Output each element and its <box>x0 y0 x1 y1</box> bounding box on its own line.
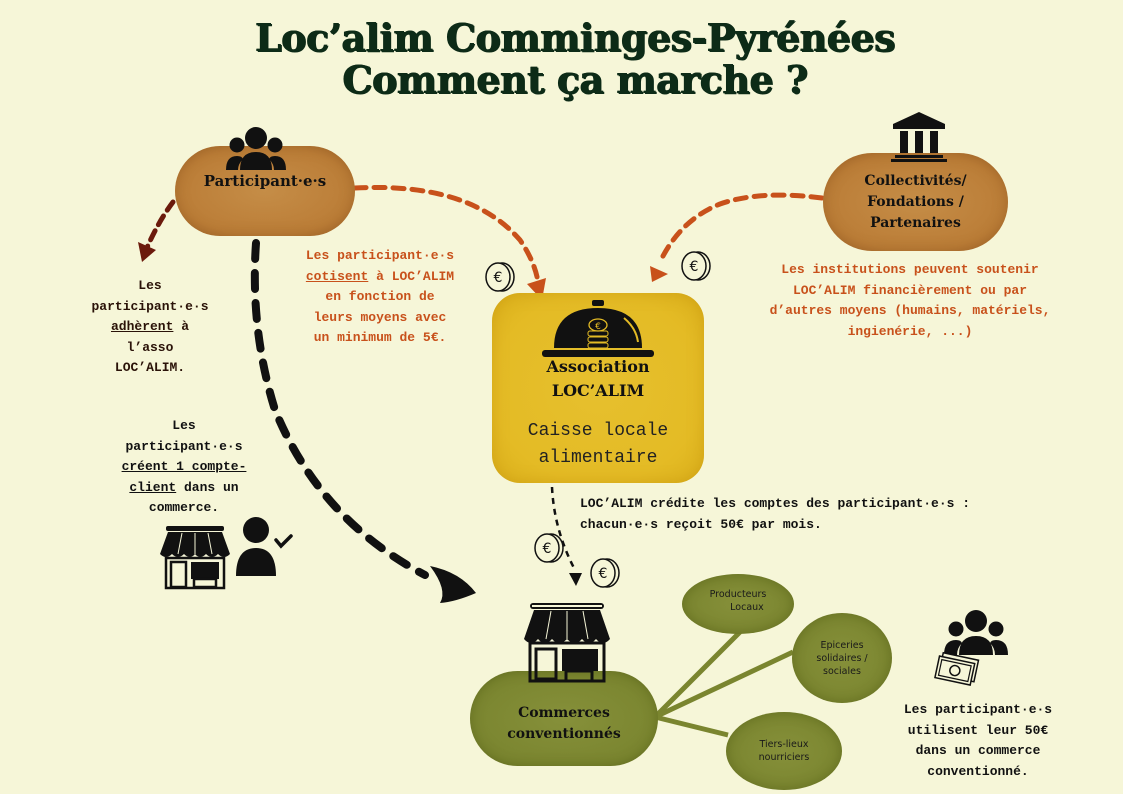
compte-client-line-4-rest: dans un <box>176 479 239 495</box>
annotation-adhesion: Les participant·e·s adhèrent à l’asso LO… <box>62 276 238 379</box>
adhesion-keyword: adhèrent <box>110 319 174 334</box>
cotisation-line-2-rest: à LOC’ALIM <box>368 268 455 284</box>
partners-label-line-2: Fondations / <box>867 193 964 210</box>
commerce-type-producteurs-line-1: Producteurs <box>709 589 767 600</box>
arrow-cotisation <box>352 184 541 285</box>
participants-label: Participant·e·s <box>203 172 327 190</box>
commerces-node[interactable]: Commerces conventionnés <box>470 671 658 766</box>
annotation-compte-client: Les participant·e·s créent 1 compte- cli… <box>108 416 260 519</box>
shop-icon <box>524 603 610 683</box>
association-subtitle-line-1: Caisse locale <box>527 421 669 441</box>
cotisation-line-3: en fonction de <box>325 289 435 304</box>
euro-coin-icon: € <box>681 251 711 281</box>
svg-text:€: € <box>543 541 552 557</box>
compte-client-line-5: commerce. <box>148 500 220 515</box>
annotation-credit: LOC’ALIM crédite les comptes des partici… <box>580 494 1040 535</box>
cotisation-line-4: leurs moyens avec <box>313 309 447 325</box>
euro-coin-icon: € <box>534 533 564 563</box>
page-title-line-2: Comment ça marche ? <box>342 57 808 102</box>
user-check-icon <box>236 517 293 576</box>
utilisation-line-3: dans un commerce <box>915 743 1041 758</box>
partners-node[interactable]: Collectivités/ Fondations / Partenaires <box>823 153 1008 251</box>
commerce-type-epiceries-line-1: Epiceries <box>820 639 864 651</box>
utilisation-line-1: Les participant·e·s <box>903 702 1053 717</box>
commerces-label-line-1: Commerces <box>518 704 610 721</box>
annotation-institutions: Les institutions peuvent soutenir LOC’AL… <box>742 260 1078 342</box>
arrow-adhesion <box>143 199 176 253</box>
compte-client-keyword-2: client <box>129 479 177 495</box>
association-label-line-2: LOC’ALIM <box>551 381 645 400</box>
compte-client-line-1: Les <box>172 418 196 433</box>
utilisation-line-2: utilisent leur 50€ <box>907 722 1049 738</box>
adhesion-line-5: LOC’ALIM. <box>114 360 186 375</box>
group-icon <box>944 609 1008 655</box>
credit-line-2: chacun·e·s reçoit 50€ par mois. <box>580 516 822 532</box>
commerce-type-tiers-lieux-line-1: Tiers-lieux <box>759 739 809 750</box>
partners-label-line-3: Partenaires <box>870 214 961 231</box>
partners-label-line-1: Collectivités/ <box>864 172 967 189</box>
institutions-line-4: ingienérie, ...) <box>847 323 973 339</box>
svg-text:€: € <box>599 566 608 582</box>
arrow-participants-to-commerces <box>250 239 429 579</box>
cotisation-line-1: Les participant·e·s <box>305 248 455 263</box>
group-icon <box>226 127 286 170</box>
institutions-line-1: Les institutions peuvent soutenir <box>781 262 1039 277</box>
association-label-line-1: Association <box>546 357 650 376</box>
commerce-type-epiceries-line-2: solidaires / <box>816 652 868 664</box>
institution-building-icon <box>891 112 947 162</box>
adhesion-line-3-rest: à <box>173 319 190 334</box>
compte-client-line-2: participant·e·s <box>125 438 243 454</box>
commerce-type-epiceries-line-3: sociales <box>823 665 861 677</box>
association-subtitle-line-2: alimentaire <box>538 448 658 468</box>
commerce-type-producteurs-line-2: Locaux <box>730 602 764 613</box>
branch-producteurs <box>653 630 742 719</box>
compte-client-keyword-1: créent 1 compte- <box>121 459 247 474</box>
svg-text:€: € <box>690 259 699 275</box>
institutions-line-2: LOC’ALIM financièrement ou par <box>792 282 1028 298</box>
institutions-line-3: d’autres moyens (humains, matériels, <box>769 303 1051 318</box>
branch-epiceries <box>653 649 795 720</box>
adhesion-line-1: Les <box>138 278 162 293</box>
commerce-type-tiers-lieux[interactable]: Tiers-lieux nourriciers <box>726 712 842 790</box>
annotation-utilisation: Les participant·e·s utilisent leur 50€ d… <box>888 700 1068 782</box>
arrowhead-credit <box>569 573 582 586</box>
commerce-type-tiers-lieux-line-2: nourriciers <box>758 752 810 763</box>
arrowhead-institutions <box>650 266 668 282</box>
commerce-type-producteurs[interactable]: Producteurs Locaux <box>682 574 794 634</box>
commerces-label-line-2: conventionnés <box>507 725 621 742</box>
branch-tiers-lieux <box>654 714 729 738</box>
arrowhead-adhesion <box>138 242 156 262</box>
credit-line-1: LOC’ALIM crédite les comptes des partici… <box>580 496 971 511</box>
svg-text:€: € <box>595 322 601 332</box>
arrow-institutions <box>657 192 825 265</box>
commerce-type-epiceries[interactable]: Epiceries solidaires / sociales <box>792 613 892 703</box>
arrowhead-participants-to-commerces <box>430 566 476 603</box>
banknotes-icon <box>934 651 980 686</box>
annotation-cotisation: Les participant·e·s cotisent à LOC’ALIM … <box>283 246 477 349</box>
cotisation-keyword: cotisent <box>305 268 369 284</box>
page-title-line-1: Loc’alim Comminges-Pyrénées <box>254 15 896 60</box>
svg-text:€: € <box>494 270 503 286</box>
utilisation-line-4: conventionné. <box>927 763 1029 779</box>
euro-coin-icon: € <box>485 262 515 292</box>
cloche-coins-icon: € <box>542 300 654 357</box>
euro-coin-icon: € <box>590 558 620 588</box>
adhesion-line-2: participant·e·s <box>91 298 209 314</box>
arrow-credit <box>550 486 577 571</box>
shop-icon <box>160 526 230 590</box>
adhesion-line-4: l’asso <box>126 339 174 355</box>
cotisation-line-5: un minimum de 5€. <box>313 330 447 345</box>
